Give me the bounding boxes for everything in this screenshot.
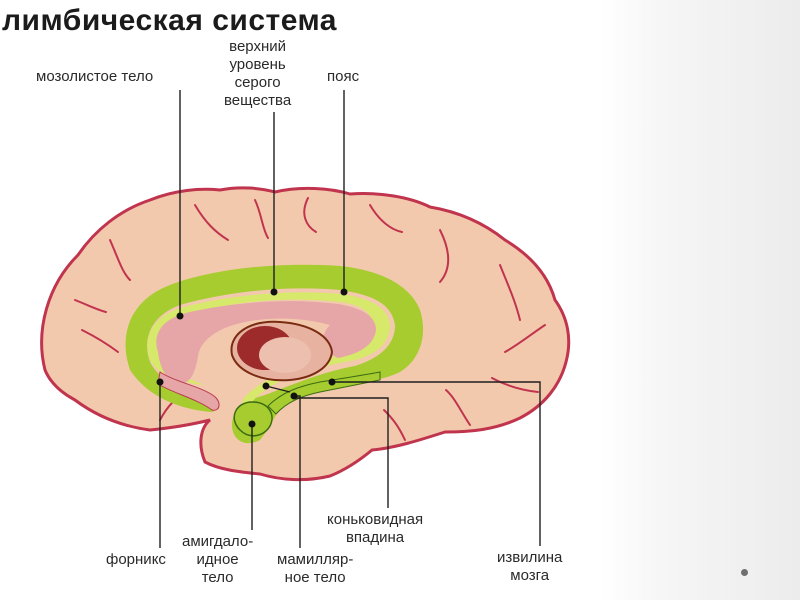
label-upper-gray-matter: верхний уровень серого вещества [224, 38, 291, 110]
label-amygdala: амигдало- идное тело [182, 533, 253, 587]
slide-bullet-dot [741, 569, 748, 576]
hippocampal-loop [234, 402, 272, 436]
label-corpus-callosum: мозолистое тело [36, 68, 153, 86]
thalamus-highlight [259, 337, 311, 373]
label-hippocampus: коньковидная впадина [327, 511, 423, 547]
label-gyrus: извилина мозга [497, 549, 562, 585]
label-mammillary-body: мамилляр- ное тело [277, 551, 353, 587]
label-cingulum: пояс [327, 68, 359, 86]
slide-title: лимбическая система [2, 4, 337, 38]
label-fornix: форникс [106, 551, 166, 569]
